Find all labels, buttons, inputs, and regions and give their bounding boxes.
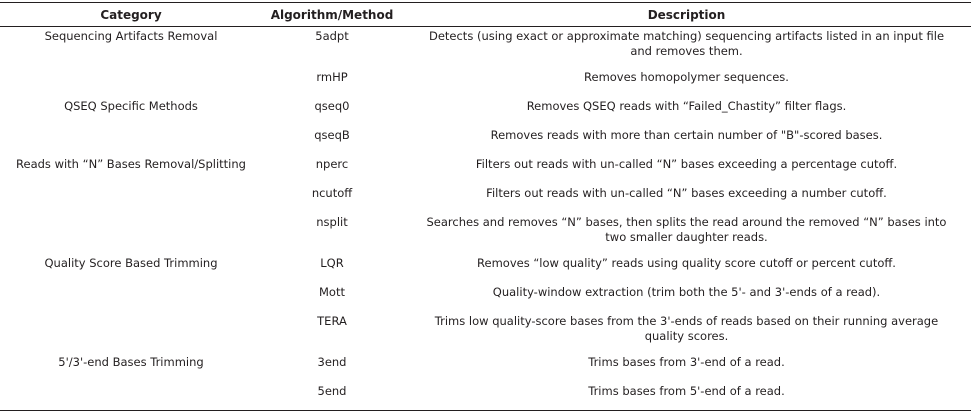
cell-description: Quality-window extraction (trim both the…: [492, 284, 881, 299]
header-category: Category: [100, 7, 162, 22]
header-row: Category Algorithm/Method Description: [0, 2, 971, 27]
table-row: TERA Trims low quality-score bases from t…: [0, 312, 971, 353]
cell-category: [0, 184, 262, 213]
cell-algorithm: nperc: [315, 156, 349, 171]
table-row: Mott Quality-window extraction (trim both…: [0, 283, 971, 312]
table-row: 5'/3'-end Bases Trimming 3end Trims bases …: [0, 353, 971, 382]
table-row: Quality Score Based Trimming LQR Removes “…: [0, 254, 971, 283]
cell-category: [0, 68, 262, 97]
cell-description: Removes QSEQ reads with “Failed_Chastity…: [526, 98, 847, 113]
cell-category: [0, 382, 262, 411]
cell-description: Trims low quality-score bases from the 3…: [434, 313, 939, 343]
cell-category: 5'/3'-end Bases Trimming: [58, 354, 204, 369]
header-algorithm: Algorithm/Method: [270, 7, 394, 22]
cell-description: Searches and removes “N” bases, then spl…: [426, 214, 947, 244]
cell-category: Sequencing Artifacts Removal: [44, 29, 218, 43]
cell-description: Detects (using exact or approximate matc…: [428, 29, 945, 58]
table-row: Reads with “N” Bases Removal/Splitting np…: [0, 155, 971, 184]
cell-algorithm: rmHP: [316, 69, 348, 84]
table-row: 5end Trims bases from 5'-end of a read.: [0, 382, 971, 411]
cell-description: Removes homopolymer sequences.: [584, 69, 789, 84]
cell-algorithm: 3end: [317, 354, 347, 369]
cell-description: Removes “low quality” reads using qualit…: [477, 255, 896, 270]
cell-algorithm: 5adpt: [315, 29, 349, 43]
header-description: Description: [647, 7, 726, 22]
table-row: rmHP Removes homopolymer sequences.: [0, 68, 971, 97]
cell-category: QSEQ Specific Methods: [64, 98, 198, 113]
cell-algorithm: qseqB: [314, 127, 350, 142]
cell-algorithm: nsplit: [316, 214, 348, 229]
cell-category: [0, 283, 262, 312]
table-row: QSEQ Specific Methods qseq0 Removes QSEQ r…: [0, 97, 971, 126]
methods-table: Category Algorithm/Method Description Se…: [0, 2, 971, 411]
cell-category: [0, 213, 262, 254]
cell-description: Removes reads with more than certain num…: [490, 127, 883, 142]
table-body: Sequencing Artifacts Removal 5adpt Detects…: [0, 27, 971, 411]
cell-description: Filters out reads with un-called “N” bas…: [486, 185, 887, 200]
cell-description: Trims bases from 5'-end of a read.: [588, 383, 785, 398]
cell-algorithm: TERA: [317, 313, 347, 328]
cell-algorithm: 5end: [317, 383, 347, 398]
cell-category: [0, 126, 262, 155]
cell-description: Filters out reads with un-called “N” bas…: [475, 156, 898, 171]
table-row: nsplit Searches and removes “N” bases, th…: [0, 213, 971, 254]
cell-description: Trims bases from 3'-end of a read.: [588, 354, 785, 369]
table-row: qseqB Removes reads with more than certai…: [0, 126, 971, 155]
cell-algorithm: qseq0: [314, 98, 350, 113]
cell-category: Quality Score Based Trimming: [44, 255, 218, 270]
table-row: ncutoff Filters out reads with un-called …: [0, 184, 971, 213]
cell-algorithm: ncutoff: [311, 185, 353, 200]
cell-category: Reads with “N” Bases Removal/Splitting: [16, 156, 246, 171]
table-row: Sequencing Artifacts Removal 5adpt Detects…: [0, 27, 971, 68]
cell-category: [0, 312, 262, 353]
table-header: Category Algorithm/Method Description: [0, 2, 971, 27]
cell-algorithm: LQR: [320, 255, 344, 270]
cell-algorithm: Mott: [319, 284, 345, 299]
